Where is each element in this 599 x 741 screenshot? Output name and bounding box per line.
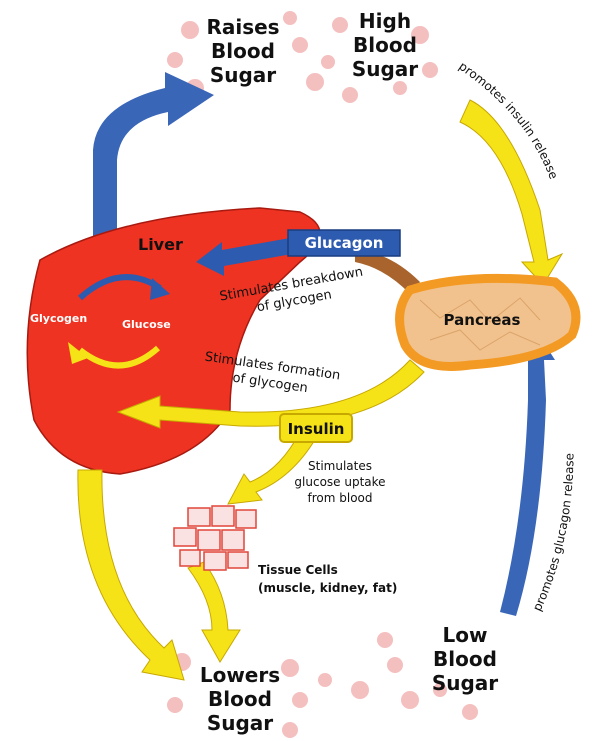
glucagon-label: Glucagon: [305, 234, 384, 252]
insulin-release-arrow: [460, 100, 562, 285]
low-blood-sugar-label: Low Blood Sugar: [432, 623, 498, 695]
tissue-cells: [174, 506, 256, 570]
svg-text:glucose uptake: glucose uptake: [294, 475, 385, 489]
pancreas-label: Pancreas: [444, 311, 521, 329]
tissue-cells-label: Tissue Cells (muscle, kidney, fat): [258, 563, 397, 595]
high-blood-sugar-label: High Blood Sugar: [352, 9, 418, 81]
svg-text:Stimulates: Stimulates: [308, 459, 372, 473]
svg-text:Sugar: Sugar: [210, 63, 276, 87]
svg-text:High: High: [359, 9, 411, 33]
svg-text:(muscle, kidney, fat): (muscle, kidney, fat): [258, 581, 397, 595]
uptake-label: Stimulates glucose uptake from blood: [294, 459, 385, 505]
svg-text:Sugar: Sugar: [207, 711, 273, 735]
svg-text:Low: Low: [443, 623, 488, 647]
svg-text:from blood: from blood: [308, 491, 373, 505]
raises-blood-sugar-label: Raises Blood Sugar: [206, 15, 279, 87]
svg-text:Blood: Blood: [211, 39, 275, 63]
svg-text:Blood: Blood: [208, 687, 272, 711]
glycogen-label: Glycogen: [30, 312, 87, 325]
glucose-label: Glucose: [122, 318, 171, 331]
svg-text:Lowers: Lowers: [200, 663, 280, 687]
svg-text:Sugar: Sugar: [432, 671, 498, 695]
svg-text:Tissue Cells: Tissue Cells: [258, 563, 338, 577]
liver-storage-arrow: [78, 470, 184, 680]
svg-text:Blood: Blood: [353, 33, 417, 57]
svg-text:Sugar: Sugar: [352, 57, 418, 81]
insulin-label: Insulin: [288, 420, 345, 438]
svg-text:Blood: Blood: [433, 647, 497, 671]
tissue-to-lowers-arrow: [188, 562, 240, 662]
lowers-blood-sugar-label: Lowers Blood Sugar: [200, 663, 280, 735]
liver-label: Liver: [138, 235, 183, 254]
svg-text:Raises: Raises: [206, 15, 279, 39]
